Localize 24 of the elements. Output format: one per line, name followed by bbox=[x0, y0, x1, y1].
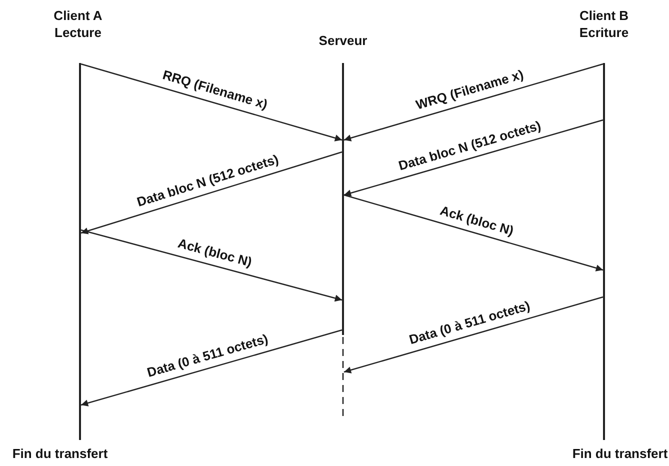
lifeline-caption: Ecriture bbox=[579, 25, 629, 40]
lifeline bbox=[342, 63, 344, 335]
edge-label: Data (0 à 511 octets) bbox=[408, 297, 532, 347]
lifeline-caption: Fin du transfert bbox=[572, 446, 668, 461]
lifeline-caption: Fin du transfert bbox=[12, 446, 108, 461]
message-arrow bbox=[344, 119, 604, 196]
message-arrow bbox=[80, 63, 342, 142]
edge-label: Ack (bloc N) bbox=[176, 235, 254, 270]
message-arrow bbox=[344, 194, 604, 272]
lifeline-caption: Lecture bbox=[54, 25, 102, 40]
edge-label: Data bloc N (512 octets) bbox=[135, 151, 280, 210]
lifeline bbox=[79, 63, 81, 440]
message-arrow bbox=[80, 329, 342, 406]
message-arrow bbox=[344, 296, 604, 374]
edge-label: Data bloc N (512 octets) bbox=[397, 117, 543, 173]
message-arrow bbox=[80, 229, 342, 302]
lifeline-caption: Client A bbox=[54, 8, 102, 23]
lifeline bbox=[603, 63, 605, 440]
edge-label: Ack (bloc N) bbox=[438, 202, 516, 238]
message-arrow bbox=[344, 63, 604, 142]
lifeline-caption: Serveur bbox=[318, 33, 368, 48]
lifeline-caption: Client B bbox=[579, 8, 629, 23]
edge-label: Data (0 à 511 octets) bbox=[146, 330, 270, 380]
message-arrow bbox=[80, 151, 342, 234]
